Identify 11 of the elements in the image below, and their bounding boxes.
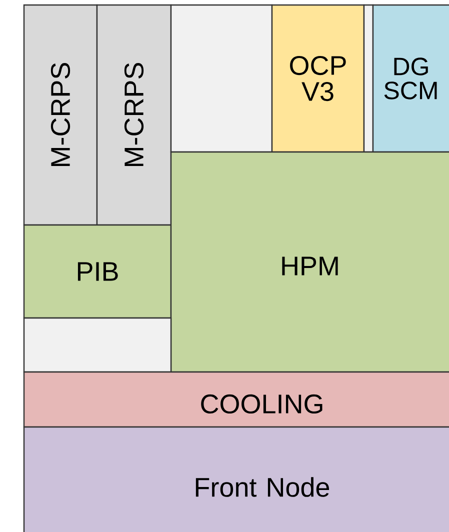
module-box: Front Node	[23, 426, 449, 532]
module-box: PIB	[23, 224, 172, 319]
empty-slot	[23, 317, 172, 373]
module-box: OCP V3	[271, 4, 365, 153]
module-box: DG SCM	[372, 4, 449, 153]
module-box: M-CRPS	[23, 4, 98, 226]
empty-slot	[363, 4, 374, 153]
module-box: HPM	[170, 151, 449, 373]
empty-slot	[170, 4, 273, 153]
module-box: M-CRPS	[96, 4, 172, 226]
module-box: COOLING	[23, 371, 449, 428]
